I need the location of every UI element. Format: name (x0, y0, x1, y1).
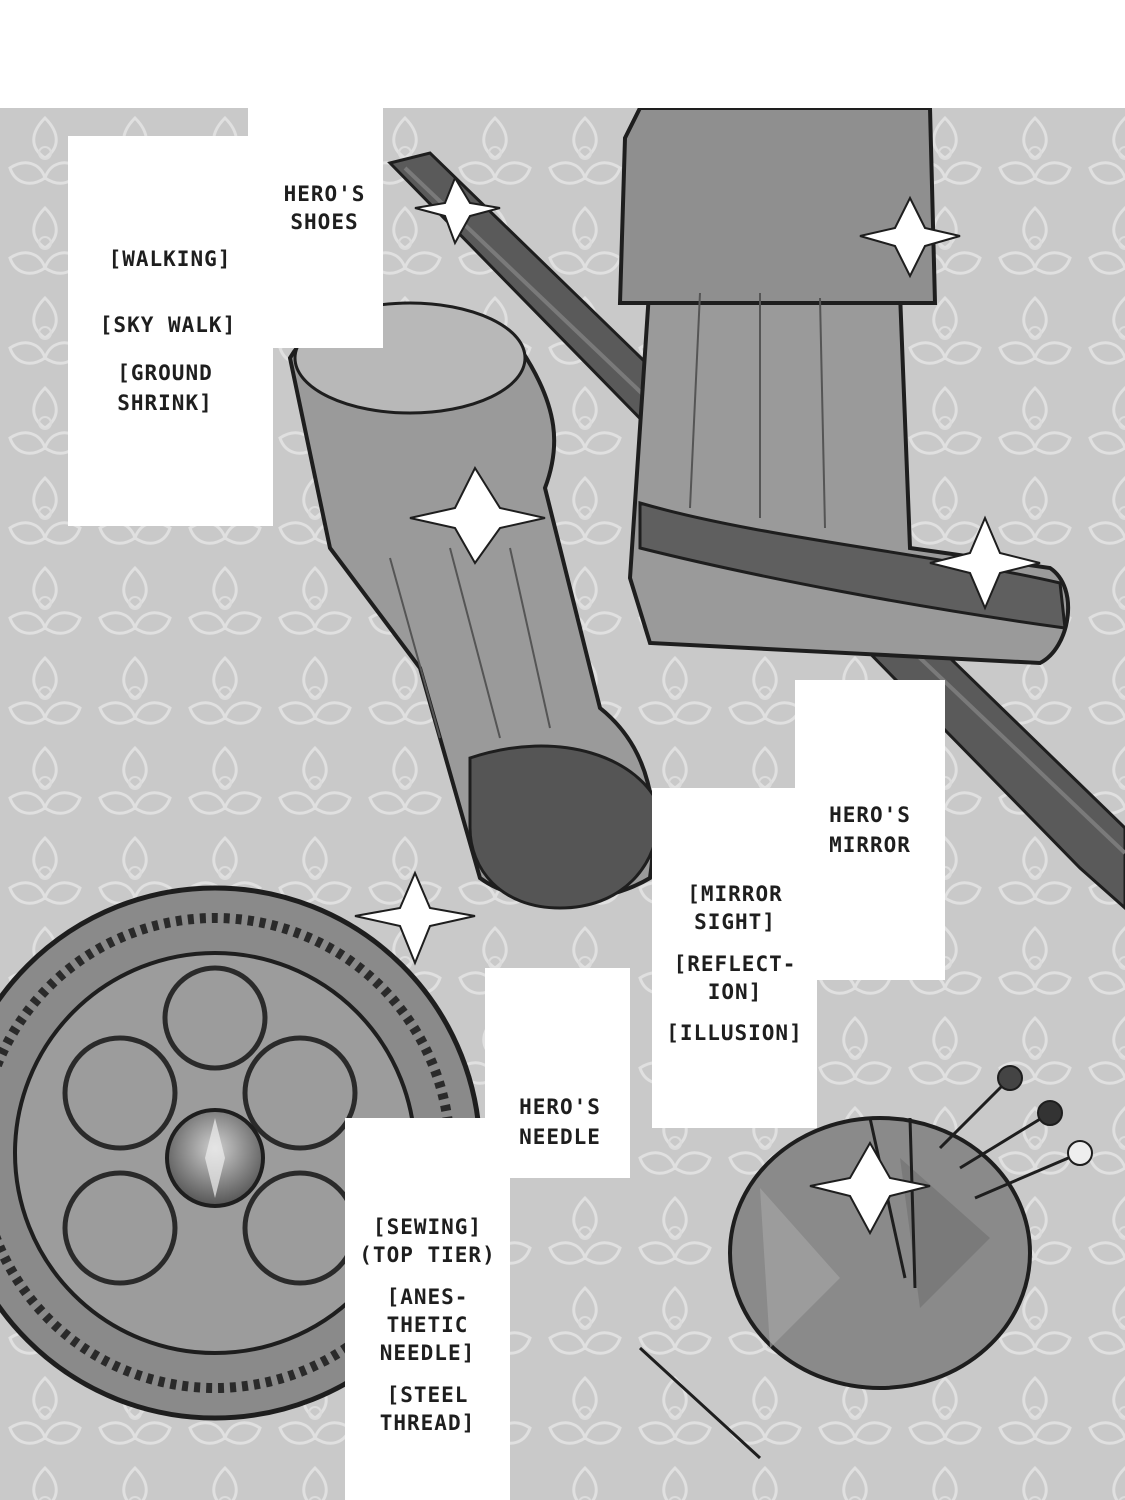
hero-needle-pincushion (638, 1065, 1093, 1460)
needle-skill-anesthetic-needle: [ANES- THETIC NEEDLE] (379, 1285, 476, 1365)
caption-box-shapes (68, 108, 945, 1500)
shoes-skill-sky-walk: [SKY WALK] (99, 313, 237, 337)
needle-skill-steel-thread: [STEEL THREAD] (379, 1383, 476, 1435)
shoes-title: HERO'S SHOES (283, 182, 366, 234)
needle-title: HERO'S NEEDLE (519, 1095, 601, 1149)
mirror-skill-reflection: [REFLECT- ION] (673, 952, 797, 1004)
shoes-caption-box-b (68, 136, 273, 526)
mirror-title: HERO'S MIRROR (829, 803, 911, 857)
mirror-caption-box-b (652, 788, 817, 1128)
mirror-skill-illusion: [ILLUSION] (666, 1021, 803, 1045)
panel-artwork (0, 108, 1125, 1500)
needle-skill-sewing: [SEWING] (TOP TIER) (359, 1215, 496, 1267)
needle-caption-box-b (345, 1118, 510, 1500)
mirror-caption-box-a (795, 680, 945, 980)
sparkle-decoration (354, 175, 1041, 1236)
mirror-skill-mirror-sight: [MIRROR SIGHT] (687, 882, 783, 934)
hero-mirror (0, 885, 483, 1421)
manga-panel: HERO'S SHOES [WALKING] [SKY WALK] [GROUN… (0, 108, 1125, 1500)
shoes-skill-walking: [WALKING] (108, 247, 232, 271)
shoes-skill-ground-shrink: [GROUND SHRINK] (117, 361, 213, 415)
